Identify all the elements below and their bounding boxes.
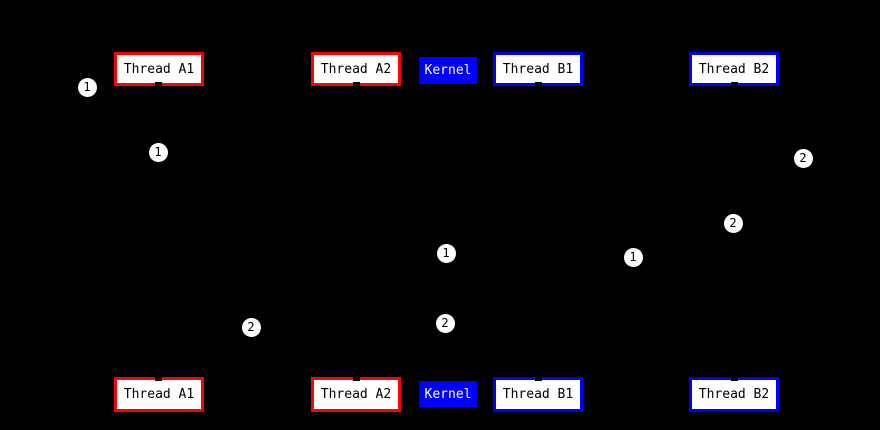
participant-box-thread-a2-top: Thread A2 — [311, 52, 401, 86]
participant-label-thread-a1: Thread A1 — [123, 61, 195, 77]
participant-box-thread-b2-top: Thread B2 — [689, 52, 779, 86]
participant-box-thread-b1-bottom: Thread B1 — [493, 377, 583, 412]
participant-label-thread-a2: Thread A2 — [320, 61, 392, 77]
sequence-number-badge: 1 — [148, 142, 168, 162]
participant-box-kernel-bottom: Kernel — [419, 381, 477, 407]
participant-box-thread-a2-bottom: Thread A2 — [311, 377, 401, 412]
lifeline-tick-thread-a2 — [353, 374, 360, 381]
participant-label-thread-b1: Thread B1 — [502, 61, 574, 77]
sequence-number-badge: 2 — [793, 148, 813, 168]
participant-box-thread-a1-bottom: Thread A1 — [114, 377, 204, 412]
sequence-number-badge: 1 — [623, 247, 643, 267]
sequence-number-badge: 2 — [435, 313, 455, 333]
lifeline-tick-thread-a1 — [155, 374, 162, 381]
sequence-number-badge: 2 — [241, 317, 261, 337]
participant-label-kernel: Kernel — [424, 63, 472, 78]
lifeline-tick-thread-b2 — [731, 82, 738, 89]
participant-box-kernel-top: Kernel — [419, 57, 477, 84]
participant-box-thread-a1-top: Thread A1 — [114, 52, 204, 86]
sequence-number-badge: 1 — [77, 77, 97, 97]
lifeline-tick-thread-b1 — [535, 374, 542, 381]
sequence-number-badge: 2 — [723, 213, 743, 233]
participant-label-thread-b2: Thread B2 — [698, 387, 770, 402]
participant-box-thread-b2-bottom: Thread B2 — [689, 377, 779, 412]
lifeline-tick-thread-a2 — [353, 82, 360, 89]
lifeline-tick-thread-a1 — [155, 82, 162, 89]
participant-label-thread-b1: Thread B1 — [502, 387, 574, 402]
lifeline-tick-thread-b2 — [731, 374, 738, 381]
participant-label-thread-a1: Thread A1 — [123, 387, 195, 402]
participant-label-thread-a2: Thread A2 — [320, 387, 392, 402]
participant-box-thread-b1-top: Thread B1 — [493, 52, 583, 86]
lifeline-tick-thread-b1 — [535, 82, 542, 89]
sequence-number-badge: 1 — [436, 243, 456, 263]
participant-label-thread-b2: Thread B2 — [698, 61, 770, 77]
participant-label-kernel: Kernel — [424, 386, 472, 402]
